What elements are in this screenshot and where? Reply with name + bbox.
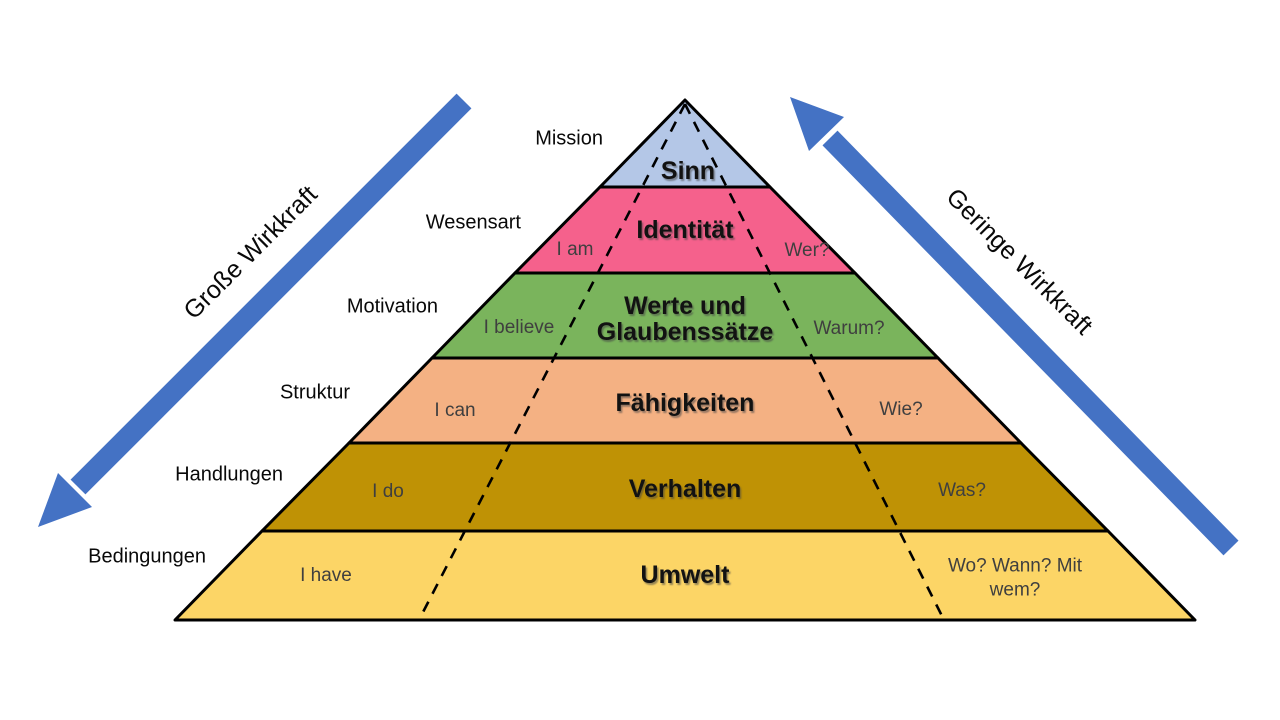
inner-dashed-line-right bbox=[683, 103, 945, 619]
level-name-umwelt: Umwelt bbox=[640, 561, 730, 589]
small-impact-arrowhead-icon bbox=[790, 97, 844, 151]
inner-left-i-can: I can bbox=[434, 399, 476, 421]
outside-label-handlungen: Handlungen bbox=[175, 463, 283, 486]
level-name-verhalten: Verhalten bbox=[628, 475, 742, 503]
inner-right-was: Was? bbox=[938, 479, 986, 501]
small-impact-arrow bbox=[790, 97, 1239, 556]
level-name-faehigkeiten: Fähigkeiten bbox=[615, 389, 755, 417]
outside-label-motivation: Motivation bbox=[346, 295, 438, 318]
inner-right-wie: Wie? bbox=[879, 398, 923, 420]
large-impact-arrow-shaft bbox=[70, 93, 472, 495]
large-impact-arrow bbox=[38, 93, 472, 527]
inner-left-i-have: I have bbox=[300, 564, 352, 586]
inner-left-i-believe: I believe bbox=[483, 316, 555, 338]
outside-label-wesensart: Wesensart bbox=[425, 211, 521, 234]
inner-left-i-do: I do bbox=[372, 480, 404, 502]
large-impact-arrowhead-icon bbox=[38, 473, 92, 527]
inner-dashed-line-left bbox=[418, 103, 687, 619]
inner-left-i-am: I am bbox=[556, 238, 594, 260]
level-name-sinn: Sinn bbox=[660, 157, 716, 185]
level-name-werte: Werte und Glaubenssätze bbox=[596, 292, 774, 346]
outside-label-mission: Mission bbox=[535, 127, 603, 150]
level-shape-umwelt bbox=[173, 529, 1197, 622]
inner-right-wer: Wer? bbox=[784, 239, 830, 261]
inner-right-warum: Warum? bbox=[813, 317, 885, 339]
small-impact-arrow-shaft bbox=[822, 130, 1239, 556]
outside-label-struktur: Struktur bbox=[279, 381, 350, 404]
outside-label-bedingungen: Bedingungen bbox=[88, 545, 206, 568]
inner-right-wo-wann-mit-wem: Wo? Wann? Mit wem? bbox=[947, 555, 1083, 601]
level-name-identitaet: Identität bbox=[636, 216, 734, 244]
